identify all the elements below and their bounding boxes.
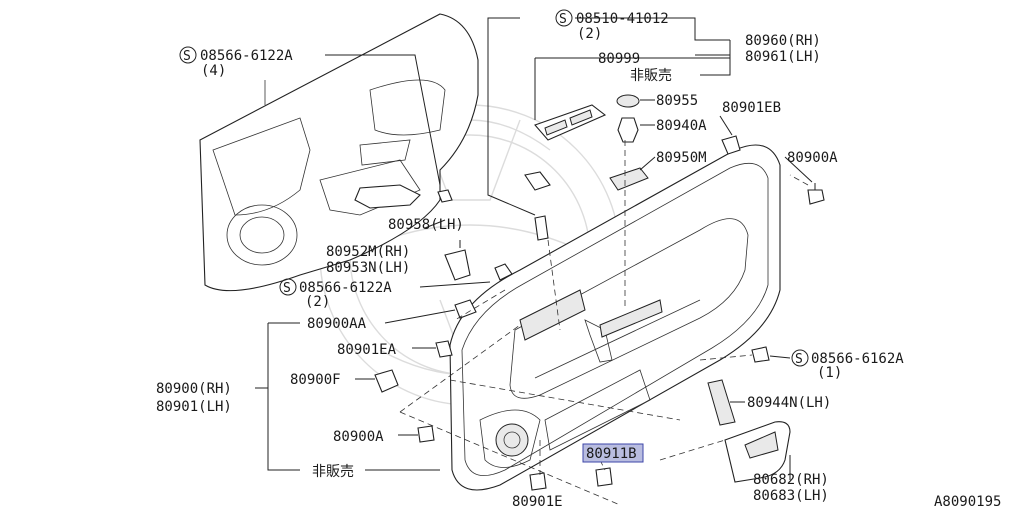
label-80901EA: 80901EA (337, 342, 397, 358)
label-80900A-right: 80900A (787, 150, 838, 166)
switch-bezel-80999 (524, 104, 607, 191)
clip-80900F (374, 369, 399, 393)
screw-symbol-left-top: S (179, 46, 197, 64)
label-80900F: 80900F (290, 372, 341, 388)
label-80944N: 80944N(LH) (747, 395, 831, 411)
label-08566-6122A-top-qty: (4) (201, 63, 226, 79)
label-80953N: 80953N(LH) (326, 260, 410, 276)
screw-symbol-top: S (555, 9, 573, 27)
handle-80682 (724, 421, 791, 483)
label-80955: 80955 (656, 93, 698, 109)
label-80901EB: 80901EB (722, 100, 781, 116)
label-80911B-highlight[interactable]: 80911B (582, 443, 644, 463)
screw-symbol-right: S (791, 349, 809, 367)
screw-80901EA (435, 340, 453, 358)
screw-08566-mid (437, 189, 549, 281)
clip-80940A (617, 117, 639, 143)
label-08566-6122A-mid: 08566-6122A (299, 280, 392, 296)
label-not-for-sale-top: 非販売 (630, 68, 672, 84)
label-80961: 80961(LH) (745, 49, 821, 65)
strip-80944N (707, 379, 736, 426)
label-80900A-left: 80900A (333, 429, 384, 445)
diagram-code: A8090195 (934, 494, 1001, 510)
svg-text:80911B: 80911B (586, 446, 637, 462)
label-80950M: 80950M (656, 150, 707, 166)
cup-80950M (609, 167, 649, 191)
bracket-80958 (444, 249, 471, 281)
label-80683: 80683(LH) (753, 488, 829, 504)
label-80958: 80958(LH) (388, 217, 464, 233)
screw-80911B (595, 467, 613, 487)
svg-text:S: S (283, 281, 291, 296)
door-trim-panel (449, 144, 781, 491)
label-08566-6162A-qty: (1) (817, 365, 842, 381)
screw-80900A-left (417, 425, 435, 443)
label-80900AA: 80900AA (307, 316, 367, 332)
svg-text:S: S (559, 12, 567, 27)
label-80682: 80682(RH) (753, 472, 829, 488)
label-80900: 80900(RH) (156, 381, 232, 397)
label-08510-41012-qty: (2) (577, 26, 602, 42)
screw-80901E (529, 472, 547, 491)
screw-08566-6162A (751, 346, 770, 363)
label-08566-6122A-mid-qty: (2) (305, 294, 330, 310)
leader-lines (255, 17, 813, 506)
label-80901: 80901(LH) (156, 399, 232, 415)
label-80901E: 80901E (512, 494, 563, 510)
plug-80955 (616, 94, 640, 108)
bracket-80952M (354, 184, 421, 209)
svg-text:S: S (183, 49, 191, 64)
svg-text:S: S (795, 352, 803, 367)
screw-80900A-right (807, 183, 825, 205)
screw-80901EB (721, 135, 741, 155)
label-08510-41012: 08510-41012 (576, 11, 669, 27)
label-80940A: 80940A (656, 118, 707, 134)
label-not-for-sale-bottom: 非販売 (312, 464, 354, 480)
label-80960: 80960(RH) (745, 33, 821, 49)
door-inner-frame (199, 13, 479, 292)
label-08566-6122A-top: 08566-6122A (200, 48, 293, 64)
label-80999: 80999 (598, 51, 640, 67)
fastener-80900AA (454, 299, 477, 319)
label-08566-6162A: 08566-6162A (811, 351, 904, 367)
label-80952M: 80952M(RH) (326, 244, 410, 260)
screw-symbol-mid: S (279, 278, 297, 296)
